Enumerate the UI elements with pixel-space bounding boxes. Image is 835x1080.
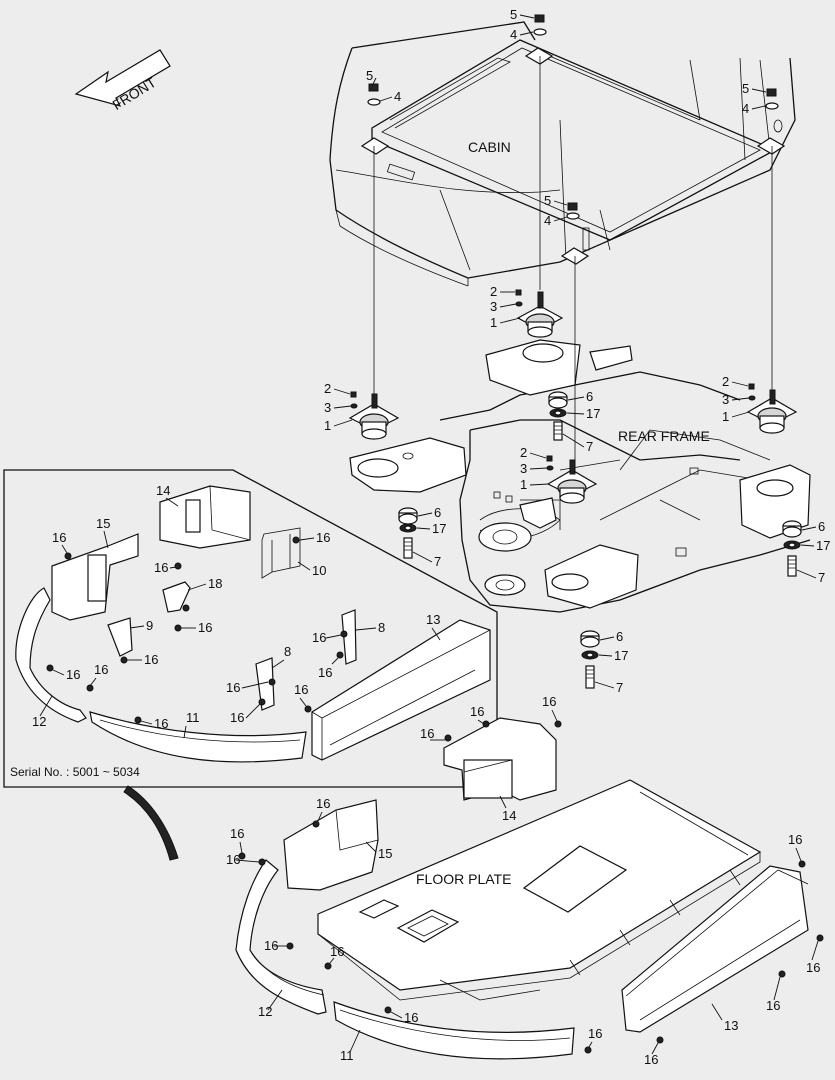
- callout-14: 14: [156, 483, 170, 498]
- callout-2: 2: [520, 445, 527, 460]
- callout-1: 1: [324, 418, 331, 433]
- callout-16: 16: [154, 716, 168, 731]
- callout-10: 10: [312, 563, 326, 578]
- callout-2: 2: [324, 381, 331, 396]
- callout-16: 16: [52, 530, 66, 545]
- callout-13: 13: [426, 612, 440, 627]
- transition-arrow: [123, 785, 179, 861]
- callout-2: 2: [722, 374, 729, 389]
- callout-5: 5: [544, 193, 551, 208]
- lower-bolts: [238, 720, 824, 1054]
- lower-mount-hardware: [398, 391, 802, 689]
- callout-16: 16: [294, 682, 308, 697]
- callout-18: 18: [208, 576, 222, 591]
- callout-8: 8: [378, 620, 385, 635]
- callout-16: 16: [420, 726, 434, 741]
- callout-4: 4: [544, 213, 551, 228]
- callout-16: 16: [226, 852, 240, 867]
- callout-11: 11: [340, 1048, 354, 1063]
- callout-4: 4: [742, 101, 749, 116]
- callout-6: 6: [434, 505, 441, 520]
- callout-7: 7: [616, 680, 623, 695]
- callout-7: 7: [434, 554, 441, 569]
- callout-3: 3: [722, 392, 729, 407]
- guard-12-lower: [235, 859, 327, 1015]
- callout-16: 16: [198, 620, 212, 635]
- callout-4: 4: [510, 27, 517, 42]
- callout-16: 16: [318, 665, 332, 680]
- cover-13-lower: [621, 865, 809, 1033]
- callout-16: 16: [230, 710, 244, 725]
- front-arrow: FRONT: [74, 49, 171, 113]
- callout-13: 13: [724, 1018, 738, 1033]
- callout-16: 16: [230, 826, 244, 841]
- callout-4: 4: [394, 89, 401, 104]
- callout-16: 16: [330, 944, 344, 959]
- callouts: 5 4 5 4 5 4 5 4 2 3 1 2 3 1 2 3 1 2 3 1 …: [32, 7, 830, 1067]
- callout-16: 16: [806, 960, 820, 975]
- callout-16: 16: [588, 1026, 602, 1041]
- callout-16: 16: [766, 998, 780, 1013]
- rear-frame: REAR FRAME: [349, 339, 811, 613]
- callout-2: 2: [490, 284, 497, 299]
- callout-1: 1: [490, 315, 497, 330]
- callout-7: 7: [586, 439, 593, 454]
- callout-16: 16: [226, 680, 240, 695]
- cabin-hardware: [367, 14, 779, 220]
- callout-16: 16: [316, 530, 330, 545]
- callout-17: 17: [432, 521, 446, 536]
- callout-6: 6: [616, 629, 623, 644]
- callout-6: 6: [818, 519, 825, 534]
- callout-17: 17: [816, 538, 830, 553]
- cover-15-lower: [283, 799, 379, 891]
- alignment-lines: [373, 56, 773, 460]
- guard-11-lower: [333, 1001, 575, 1060]
- cabin-label: CABIN: [468, 139, 511, 155]
- cover-14-lower: [443, 717, 557, 801]
- callout-11: 11: [186, 710, 200, 725]
- callout-7: 7: [818, 570, 825, 585]
- callout-3: 3: [324, 400, 331, 415]
- callout-14: 14: [502, 808, 516, 823]
- cabin: CABIN: [329, 21, 796, 287]
- rear-frame-label: REAR FRAME: [618, 428, 710, 444]
- rubber-mounts: [348, 289, 798, 504]
- callout-5: 5: [366, 68, 373, 83]
- callout-16: 16: [644, 1052, 658, 1067]
- callout-12: 12: [258, 1004, 272, 1019]
- serial-inset: Serial No. : 5001 ~ 5034: [3, 469, 498, 788]
- callout-5: 5: [510, 7, 517, 22]
- callout-16: 16: [154, 560, 168, 575]
- callout-6: 6: [586, 389, 593, 404]
- callout-1: 1: [722, 409, 729, 424]
- callout-3: 3: [520, 461, 527, 476]
- callout-9: 9: [146, 618, 153, 633]
- callout-16: 16: [404, 1010, 418, 1025]
- callout-5: 5: [742, 81, 749, 96]
- callout-17: 17: [614, 648, 628, 663]
- callout-8: 8: [284, 644, 291, 659]
- callout-17: 17: [586, 406, 600, 421]
- callout-16: 16: [144, 652, 158, 667]
- floor-plate: FLOOR PLATE: [317, 779, 762, 1001]
- callout-16: 16: [788, 832, 802, 847]
- callout-16: 16: [66, 667, 80, 682]
- callout-15: 15: [378, 846, 392, 861]
- callout-16: 16: [470, 704, 484, 719]
- callout-1: 1: [520, 477, 527, 492]
- floor-plate-label: FLOOR PLATE: [416, 871, 511, 887]
- callout-12: 12: [32, 714, 46, 729]
- callout-16: 16: [264, 938, 278, 953]
- callout-16: 16: [542, 694, 556, 709]
- callout-16: 16: [94, 662, 108, 677]
- callout-16: 16: [312, 630, 326, 645]
- inset-bolts: [46, 536, 348, 724]
- callout-15: 15: [96, 516, 110, 531]
- callout-3: 3: [490, 299, 497, 314]
- serial-number-label: Serial No. : 5001 ~ 5034: [10, 765, 140, 779]
- callout-16: 16: [316, 796, 330, 811]
